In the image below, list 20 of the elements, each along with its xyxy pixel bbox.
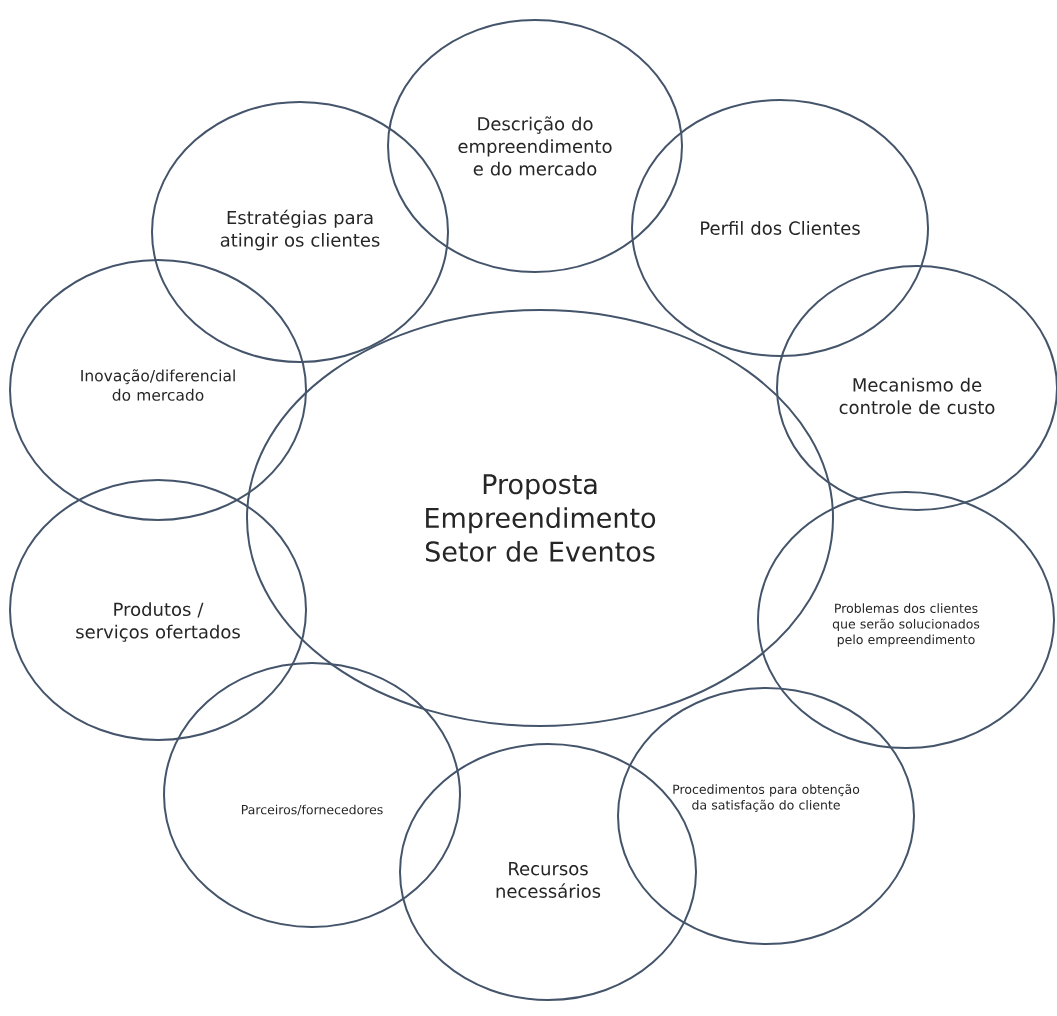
- ellipse-label: Produtos / serviços ofertados: [76, 602, 240, 642]
- ellipse-label: Problemas dos clientes que serão solucionados pelo empreendimento: [832, 603, 980, 647]
- ellipse-label: Perfil dos Clientes: [701, 221, 860, 235]
- ellipse: [246, 309, 834, 727]
- ellipse-label: Descrição do empreendimento e do mercado: [458, 116, 612, 176]
- ellipse: [387, 19, 683, 273]
- ellipse: [617, 687, 915, 945]
- ellipse: [163, 662, 461, 928]
- ellipse: [631, 99, 929, 357]
- ellipse-label: Estratégias para atingir os clientes: [220, 209, 380, 251]
- ellipse-label: Recursos necessários: [496, 862, 601, 898]
- ellipse-label: Parceiros/fornecedores: [241, 804, 383, 816]
- ellipse-label: Procedimentos para obtenção da satisfação do cliente: [673, 784, 860, 812]
- ellipse-label: Inovação/diferencial do mercado: [81, 369, 235, 401]
- ellipse: [9, 259, 307, 521]
- ellipse: [151, 101, 449, 363]
- ellipse-label: Proposta Empreendimento Setor de Eventos: [426, 474, 656, 562]
- ellipse-label: Mecanismo de controle de custo: [839, 377, 995, 415]
- ellipse: [757, 491, 1055, 749]
- ellipse: [9, 479, 307, 741]
